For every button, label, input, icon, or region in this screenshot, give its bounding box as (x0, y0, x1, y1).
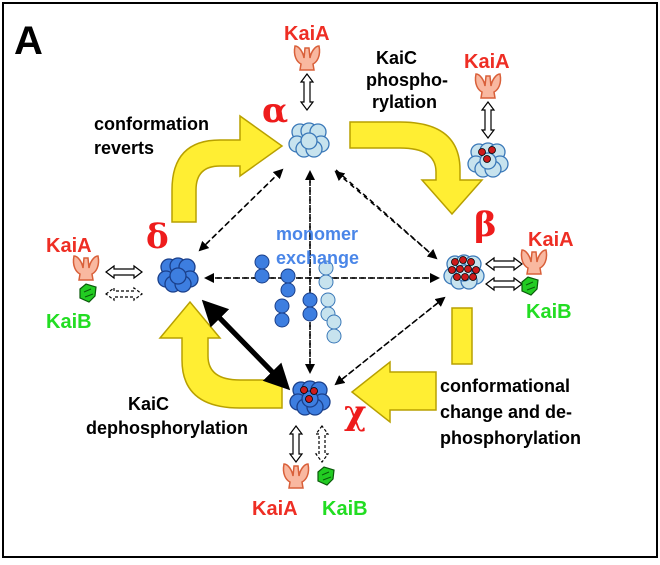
kaic-chi-hexamer (289, 380, 331, 416)
exchange-arrow-top-right (480, 101, 496, 139)
dash-delta-alpha (199, 168, 284, 251)
kaib-left-label: KaiB (46, 311, 92, 333)
state-delta-label: δ (146, 217, 169, 257)
phosphorylation-label-2: phospho- (366, 70, 448, 90)
exchange-arrow-chi-kaib (314, 425, 330, 463)
exchange-arrow-delta-kaib (105, 286, 143, 302)
exchange-arrow-delta-kaia (105, 264, 143, 280)
kaic-beta-hexamer (443, 254, 485, 290)
kaib-right-label: KaiB (526, 301, 572, 323)
arrow-alpha-to-beta (349, 121, 484, 216)
kaib-bottom-label: KaiB (322, 498, 368, 520)
kaic-delta-hexamer (157, 257, 199, 293)
state-alpha-label: α (262, 91, 288, 131)
arrow-delta-to-alpha (171, 114, 284, 223)
state-beta-label: β (474, 205, 497, 245)
conformational-change-label-1: conformational (440, 376, 570, 396)
state-chi-label: χ (344, 393, 366, 433)
panel-label: A (14, 19, 43, 63)
arrow-beta-stem (451, 307, 473, 365)
kaia-left-label: KaiA (46, 235, 92, 257)
monomer-exchange-label-2: exchange (276, 248, 359, 268)
kaia-top-right-label: KaiA (464, 51, 510, 73)
conformation-reverts-label-1: conformation (94, 114, 209, 134)
kaia-right-label: KaiA (528, 229, 574, 251)
monomer-exchange-label-1: monomer (276, 224, 358, 244)
phosphorylation-label-3: rylation (372, 92, 437, 112)
dash-beta-alpha (334, 170, 437, 259)
conformational-change-label-2: change and de- (440, 402, 572, 422)
conformational-change-label-3: phosphorylation (440, 428, 581, 448)
kaic-top-right-hexamer (467, 142, 509, 178)
monomer-exchange-monomers (254, 254, 342, 344)
exchange-arrow-top (299, 73, 315, 111)
phosphorylation-label-1: KaiC (376, 48, 417, 68)
dephosphorylation-label-2: dephosphorylation (86, 418, 248, 438)
kaia-bottom-label: KaiA (252, 498, 298, 520)
kaic-alpha-hexamer (288, 122, 330, 158)
exchange-arrow-beta-kaia (485, 256, 523, 272)
exchange-arrow-chi-kaia (288, 425, 304, 463)
arrow-beta-to-chi (350, 360, 437, 424)
solid-chi-delta (201, 299, 288, 388)
kaia-top-label: KaiA (284, 23, 330, 45)
conformation-reverts-label-2: reverts (94, 138, 154, 158)
arrow-chi-to-delta (158, 300, 283, 409)
dephosphorylation-label-1: KaiC (128, 394, 169, 414)
